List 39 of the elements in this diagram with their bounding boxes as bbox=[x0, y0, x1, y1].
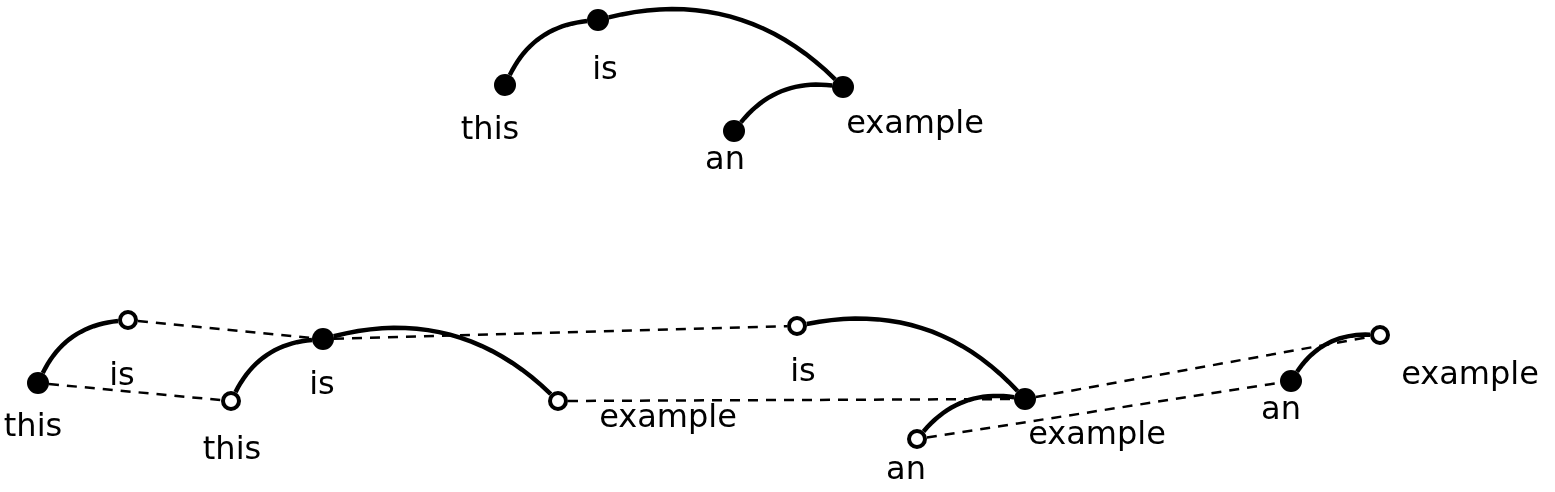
dependency-arc bbox=[608, 6, 837, 81]
dependency-arc bbox=[507, 18, 588, 77]
filled-dot bbox=[587, 9, 609, 31]
word-label: is bbox=[309, 365, 335, 401]
filled-dot bbox=[1280, 370, 1302, 392]
filled-dot bbox=[1014, 388, 1036, 410]
hollow-dot bbox=[118, 310, 138, 330]
dependency-arc bbox=[739, 82, 833, 124]
word-label: is bbox=[592, 50, 618, 86]
word-label: this bbox=[460, 110, 520, 146]
hollow-dot bbox=[787, 316, 807, 336]
hollow-dot bbox=[1370, 325, 1390, 345]
filled-dot bbox=[494, 74, 516, 96]
word-label: example bbox=[599, 398, 737, 434]
dependency-arc bbox=[233, 337, 313, 394]
word-label: is bbox=[790, 352, 816, 388]
filled-dot bbox=[27, 372, 49, 394]
word-label: is bbox=[109, 356, 135, 392]
dependency-arc bbox=[806, 316, 1020, 393]
word-label: example bbox=[1028, 415, 1166, 451]
word-label: an bbox=[1261, 390, 1301, 426]
dependency-arc bbox=[921, 393, 1015, 433]
word-label: an bbox=[705, 140, 745, 176]
word-label: example bbox=[846, 104, 984, 140]
dependency-arc bbox=[333, 325, 553, 396]
hollow-dot bbox=[221, 391, 241, 411]
filled-dot bbox=[312, 328, 334, 350]
hollow-dot bbox=[907, 429, 927, 449]
dependency-arc bbox=[40, 318, 119, 375]
filled-dot bbox=[832, 76, 854, 98]
dashed-connector bbox=[48, 382, 222, 402]
dashed-connector bbox=[333, 325, 788, 340]
word-label: an bbox=[886, 450, 926, 486]
word-label: this bbox=[202, 430, 262, 466]
dependency-arc bbox=[1295, 332, 1371, 374]
word-label: example bbox=[1401, 355, 1539, 391]
filled-dot bbox=[723, 120, 745, 142]
word-label: this bbox=[3, 407, 63, 443]
hollow-dot bbox=[548, 391, 568, 411]
